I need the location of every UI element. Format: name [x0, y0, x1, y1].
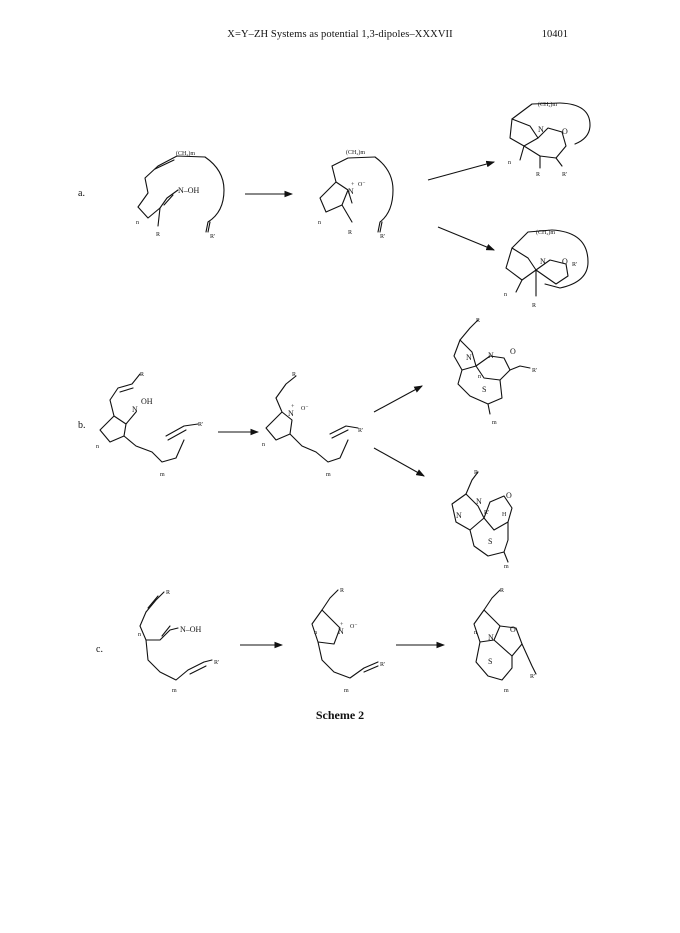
sub-n-label: n	[474, 630, 477, 636]
oxime-oh-label: N–OH	[180, 625, 202, 634]
ring-n-label: N	[488, 633, 494, 642]
structure-b1: R N OH R' n m	[96, 372, 203, 478]
sub-m-label: m	[504, 564, 509, 570]
r-label: R	[340, 588, 344, 594]
oxime-oh-label: OH	[141, 397, 153, 406]
r-label: R	[476, 318, 480, 324]
ring-o-label: O	[562, 257, 568, 266]
r-prime-label: R'	[214, 660, 219, 666]
sub-n-label: n	[318, 220, 321, 226]
h-label: H	[502, 512, 507, 518]
structure-a1: (CH₂)m N–OH n R R'	[136, 150, 225, 240]
structure-a3-top: (CH₂)m N O n R R'	[508, 101, 591, 178]
ring-n-label-2: N	[476, 497, 482, 506]
r-label: R	[140, 372, 144, 378]
arrow-a2-up	[427, 160, 496, 181]
r-prime-label: R'	[380, 662, 385, 668]
r-prime-label: R'	[484, 510, 489, 516]
ch2m-label: (CH₂)m	[346, 149, 365, 156]
plus-label: +	[291, 404, 295, 410]
plus-label: +	[351, 182, 355, 188]
sub-m-label: m	[326, 472, 331, 478]
sub-n-label: n	[314, 630, 317, 636]
arrow-a2-down	[437, 226, 496, 251]
r-label: R	[348, 230, 352, 236]
sub-n-label: n	[138, 632, 141, 638]
structure-a3-bottom: (CH₂)m N O R' n R	[504, 229, 589, 309]
ring-o-label: O	[510, 625, 516, 634]
oxime-n-label: N	[132, 405, 138, 414]
ring-n-label: N	[540, 257, 546, 266]
structure-b3-bottom: R N N R' H O S m	[451, 470, 513, 570]
sub-n-label: n	[508, 160, 511, 166]
plus-label: +	[340, 622, 344, 628]
scheme-caption: Scheme 2	[315, 708, 365, 722]
r-prime-label: R'	[530, 674, 535, 680]
r-prime-label: R'	[358, 428, 363, 434]
sub-m-label: m	[492, 420, 497, 426]
r-label: R	[500, 588, 504, 594]
sub-m-label: m	[344, 688, 349, 694]
row-label-a: a.	[78, 188, 85, 199]
structure-b2: R N + O⁻ R' n m	[262, 372, 363, 478]
ch2m-label: (CH₂)m	[176, 150, 195, 157]
o-minus-label: O⁻	[301, 406, 309, 412]
r-label: R	[532, 303, 536, 309]
r-prime-label: R'	[198, 422, 203, 428]
ch2m-label: (CH₂)m	[538, 101, 557, 108]
sub-m-label: m	[172, 688, 177, 694]
nitrone-n-label: N	[288, 409, 294, 418]
ring-n-label: N	[538, 125, 544, 134]
sub-n-label: n	[136, 220, 139, 226]
r-prime-label: R'	[210, 234, 215, 240]
r-label: R	[292, 372, 296, 378]
o-minus-label: O⁻	[358, 182, 366, 188]
sub-n-label: n	[504, 292, 507, 298]
ch2m-label: (CH₂)m	[536, 229, 555, 236]
structure-c1: R n N–OH R' m	[138, 590, 219, 694]
structure-a2: (CH₂)m N + O⁻ n R R'	[318, 149, 394, 240]
running-header-title: X=Y–ZH Systems as potential 1,3-dipoles–…	[227, 29, 453, 40]
r-label: R	[536, 172, 540, 178]
ring-o-label: O	[510, 347, 516, 356]
ring-s-label: S	[488, 657, 492, 666]
ring-o-label: O	[562, 127, 568, 136]
r-label: R	[156, 232, 160, 238]
ring-n-label-2: N	[488, 351, 494, 360]
r-prime-label: R'	[380, 234, 385, 240]
ring-o-label: O	[506, 491, 512, 500]
sub-n-label: n	[262, 442, 265, 448]
nitrone-n-label: N	[348, 187, 354, 196]
r-label: R	[166, 590, 170, 596]
r-label: R	[474, 470, 478, 476]
arrow-b2-up	[373, 385, 423, 413]
r-prime-label: R'	[562, 172, 567, 178]
row-label-b: b.	[78, 420, 86, 431]
sub-m-label: m	[504, 688, 509, 694]
structure-b3-top: R N N O R' S n m	[453, 318, 537, 426]
ring-s-label: S	[488, 537, 492, 546]
o-minus-label: O⁻	[350, 624, 358, 630]
sub-m-label: m	[160, 472, 165, 478]
ring-s-label: S	[482, 385, 486, 394]
structure-c2: R n N + O⁻ R' m	[311, 588, 385, 694]
r-prime-label: R'	[572, 262, 577, 268]
sub-n-label: n	[96, 444, 99, 450]
oxime-oh-label: N–OH	[178, 186, 200, 195]
ring-n-label: N	[456, 511, 462, 520]
nitrone-n-label: N	[338, 627, 344, 636]
arrow-b2-down	[373, 447, 425, 477]
sub-n-label: n	[478, 374, 481, 380]
structure-c3: R n N O S R' m	[473, 588, 537, 694]
ring-n-label: N	[466, 353, 472, 362]
page-number: 10401	[541, 29, 568, 40]
r-prime-label: R'	[532, 368, 537, 374]
row-label-c: c.	[96, 644, 103, 655]
